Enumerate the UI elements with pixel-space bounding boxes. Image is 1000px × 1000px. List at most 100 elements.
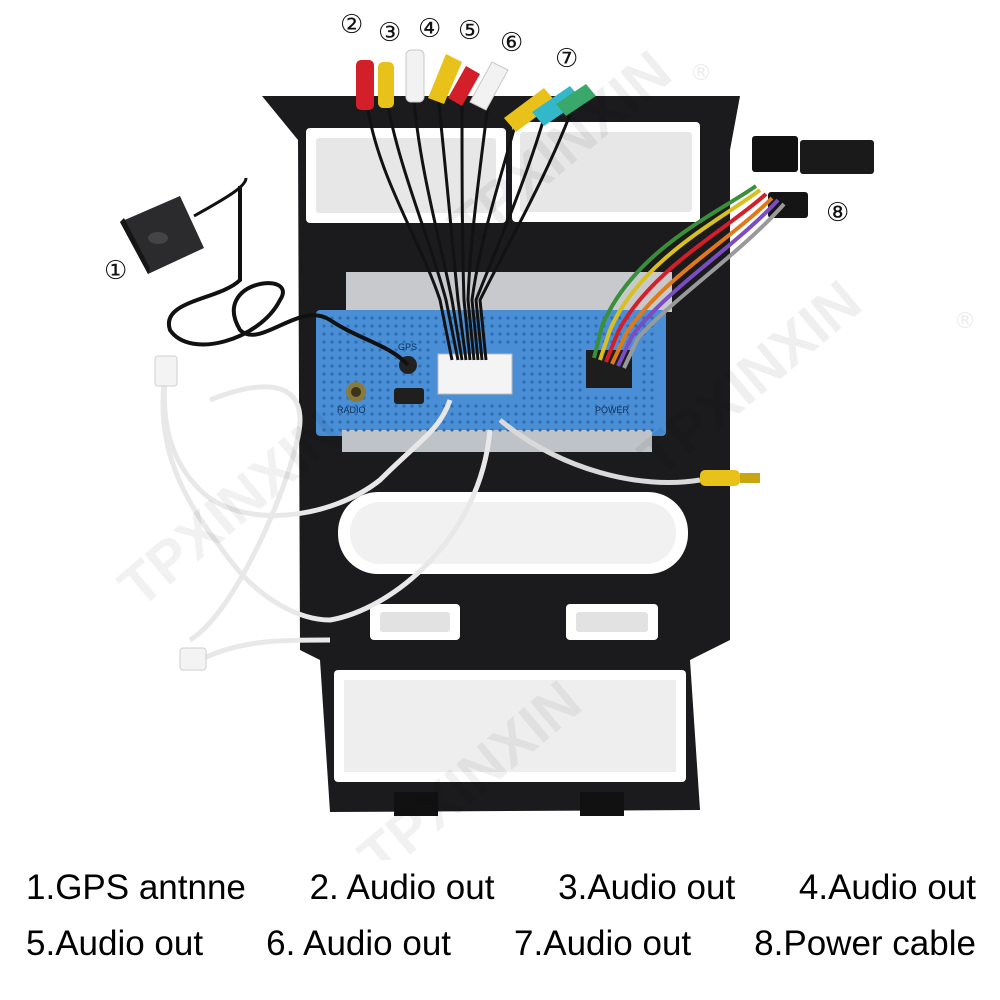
usb-cable <box>160 369 493 663</box>
camera-rca-plug <box>700 470 740 486</box>
vent-hole <box>546 332 550 336</box>
vent-hole <box>594 324 598 328</box>
vent-hole <box>570 324 574 328</box>
vent-hole <box>410 348 414 352</box>
vent-hole <box>506 316 510 320</box>
vent-hole <box>338 396 342 400</box>
caption-gps-antenna: 1.GPS antnne <box>26 868 246 907</box>
caption-audio-out-3: 3.Audio out <box>558 868 736 907</box>
vent-hole <box>650 364 654 368</box>
vent-hole <box>570 372 574 376</box>
vent-hole <box>330 340 334 344</box>
vent-hole <box>570 404 574 408</box>
vent-hole <box>394 340 398 344</box>
callout-1: ① <box>104 256 128 286</box>
vent-hole <box>562 420 566 424</box>
vent-hole <box>490 316 494 320</box>
vent-hole <box>586 420 590 424</box>
vent-hole <box>410 316 414 320</box>
vent-hole <box>322 324 326 328</box>
vent-hole <box>426 364 430 368</box>
vent-hole <box>418 324 422 328</box>
vent-hole <box>602 396 606 400</box>
vent-hole <box>362 380 366 384</box>
vent-hole <box>370 428 374 432</box>
vent-hole <box>338 316 342 320</box>
vent-hole <box>498 412 502 416</box>
vent-hole <box>426 396 430 400</box>
vent-hole <box>386 364 390 368</box>
vent-hole <box>410 412 414 416</box>
vent-hole <box>410 380 414 384</box>
vent-hole <box>522 348 526 352</box>
vent-hole <box>418 380 422 384</box>
vent-hole <box>370 372 374 376</box>
callout-8: ⑧ <box>826 198 850 228</box>
vent-hole <box>330 420 334 424</box>
vent-hole <box>554 332 558 336</box>
vent-hole <box>418 332 422 336</box>
vent-hole <box>562 380 566 384</box>
watermark-mark-2: ® <box>954 309 976 334</box>
vent-hole <box>362 332 366 336</box>
vent-hole <box>506 404 510 408</box>
vent-hole <box>354 420 358 424</box>
vent-hole <box>642 428 646 432</box>
vent-hole <box>538 396 542 400</box>
vent-hole <box>610 332 614 336</box>
vent-hole <box>362 324 366 328</box>
vent-hole <box>546 388 550 392</box>
vent-hole <box>626 396 630 400</box>
vent-hole <box>554 404 558 408</box>
vent-hole <box>594 396 598 400</box>
vent-hole <box>650 396 654 400</box>
vent-hole <box>570 332 574 336</box>
vent-hole <box>586 412 590 416</box>
caption-audio-out-2: 2. Audio out <box>309 868 495 907</box>
vent-hole <box>538 364 542 368</box>
vent-hole <box>546 396 550 400</box>
vent-hole <box>346 324 350 328</box>
vent-hole <box>610 428 614 432</box>
caption-audio-out-6: 6. Audio out <box>266 924 452 963</box>
rca-plug-yellow-3 <box>504 88 556 132</box>
vent-hole <box>562 388 566 392</box>
vent-hole <box>346 340 350 344</box>
vent-hole <box>578 324 582 328</box>
vent-hole <box>330 428 334 432</box>
vent-hole <box>514 412 518 416</box>
vent-hole <box>530 380 534 384</box>
vent-hole <box>370 332 374 336</box>
vent-hole <box>394 380 398 384</box>
vent-hole <box>346 316 350 320</box>
radio-port-label: RADIO <box>337 405 366 415</box>
vent-hole <box>354 428 358 432</box>
vent-hole <box>370 404 374 408</box>
vent-hole <box>386 412 390 416</box>
vent-hole <box>546 412 550 416</box>
vent-hole <box>482 420 486 424</box>
vent-hole <box>346 364 350 368</box>
vent-hole <box>394 316 398 320</box>
vent-hole <box>490 332 494 336</box>
vent-hole <box>578 412 582 416</box>
vent-hole <box>378 340 382 344</box>
vent-hole <box>418 428 422 432</box>
caption-row-1: 1.GPS antnne 2. Audio out 3.Audio out 4.… <box>0 868 1000 924</box>
vent-hole <box>570 364 574 368</box>
vent-hole <box>546 428 550 432</box>
vent-hole <box>642 420 646 424</box>
vent-hole <box>362 404 366 408</box>
vent-hole <box>338 388 342 392</box>
vent-hole <box>482 428 486 432</box>
vent-hole <box>570 412 574 416</box>
vent-hole <box>370 380 374 384</box>
vent-hole <box>402 420 406 424</box>
vent-hole <box>562 396 566 400</box>
callout-7: ⑦ <box>555 44 579 74</box>
vent-hole <box>378 372 382 376</box>
vent-hole <box>330 388 334 392</box>
vent-hole <box>562 364 566 368</box>
vent-hole <box>530 332 534 336</box>
vent-hole <box>570 396 574 400</box>
